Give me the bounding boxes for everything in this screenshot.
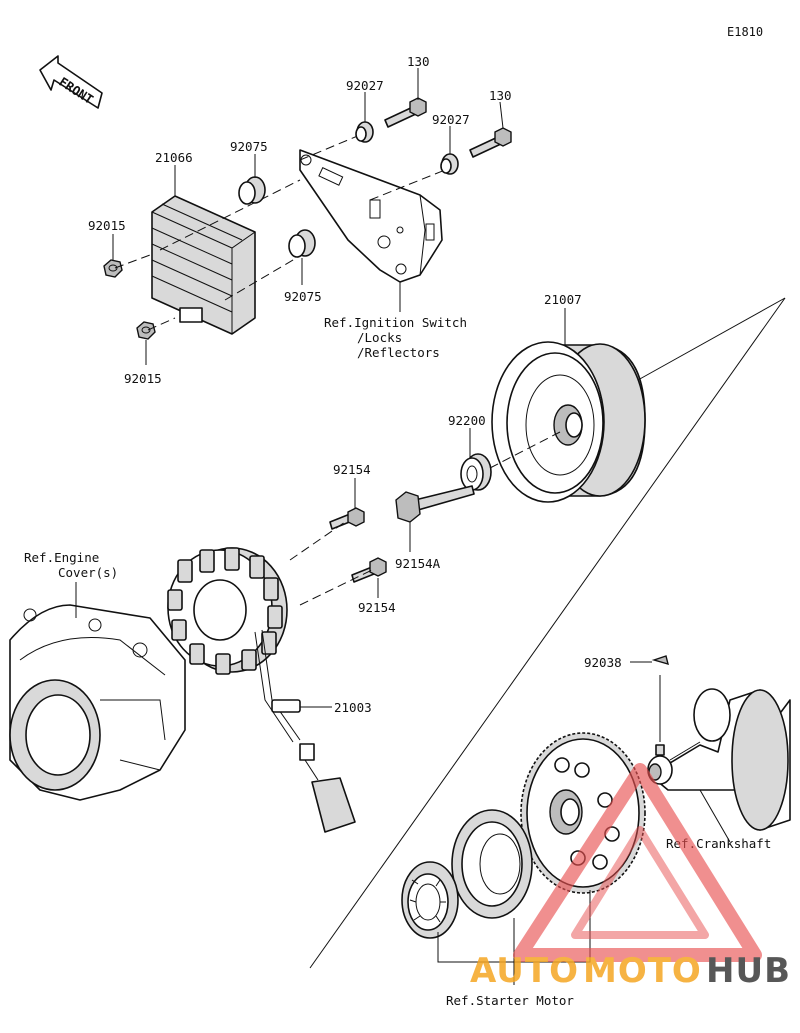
grommet-upper[interactable]	[238, 176, 266, 205]
diagram-code: E1810	[727, 25, 763, 39]
callout-92015-upper: 92015	[88, 218, 126, 233]
ref-ignition-line3: /Reflectors	[357, 345, 440, 360]
crankshaft	[647, 688, 791, 831]
callout-92038: 92038	[584, 655, 622, 670]
callout-130-upper: 130	[407, 54, 430, 69]
flywheel-rotor[interactable]	[491, 341, 646, 503]
mounting-bracket[interactable]	[299, 149, 443, 283]
ref-engine-line1: Ref.Engine	[24, 550, 99, 565]
callout-92027-upper: 92027	[346, 78, 384, 93]
callout-92200: 92200	[448, 413, 486, 428]
engine-cover	[9, 604, 186, 801]
collar-lower[interactable]	[440, 153, 459, 175]
regulator-rectifier[interactable]	[151, 195, 256, 335]
ref-ignition-line2: /Locks	[357, 330, 402, 345]
callout-92154-upper: 92154	[333, 462, 371, 477]
nut-upper[interactable]	[103, 259, 123, 278]
callout-92075-lower: 92075	[284, 289, 322, 304]
grommet-lower[interactable]	[288, 229, 316, 258]
callout-92075-upper: 92075	[230, 139, 268, 154]
starter-thrust-ring[interactable]	[451, 809, 533, 919]
callout-92154A: 92154A	[395, 556, 441, 571]
front-arrow-icon: FRONT	[39, 55, 103, 109]
watermark-hub: HUB	[706, 951, 791, 991]
stator-bolt-upper[interactable]	[329, 507, 365, 530]
washer-rotor[interactable]	[460, 453, 492, 491]
starter-clutch[interactable]	[401, 861, 459, 939]
callout-21003: 21003	[334, 700, 372, 715]
nut-lower[interactable]	[136, 321, 156, 340]
collar-upper[interactable]	[355, 121, 374, 143]
callout-21066: 21066	[155, 150, 193, 165]
callout-130-lower: 130	[489, 88, 512, 103]
ref-starter-motor: Ref.Starter Motor	[446, 993, 574, 1008]
bolt-lower[interactable]	[469, 127, 512, 158]
callout-92027-lower: 92027	[432, 112, 470, 127]
callout-92154-lower: 92154	[358, 600, 396, 615]
callout-92015-lower: 92015	[124, 371, 162, 386]
watermark-moto: MOTO	[583, 951, 702, 991]
callout-21007: 21007	[544, 292, 582, 307]
ref-ignition-line1: Ref.Ignition Switch	[324, 315, 467, 330]
watermark-auto: AUTO	[470, 951, 579, 991]
rotor-bolt[interactable]	[395, 485, 475, 523]
stator-coil[interactable]	[167, 547, 356, 833]
starter-gear[interactable]	[520, 732, 646, 894]
stator-bolt-lower[interactable]	[351, 557, 387, 583]
ref-engine-line2: Cover(s)	[58, 565, 118, 580]
automotohub-watermark: AUTO MOTO HUB	[470, 763, 791, 991]
bolt-upper[interactable]	[384, 97, 427, 128]
woodruff-key[interactable]	[651, 655, 669, 666]
